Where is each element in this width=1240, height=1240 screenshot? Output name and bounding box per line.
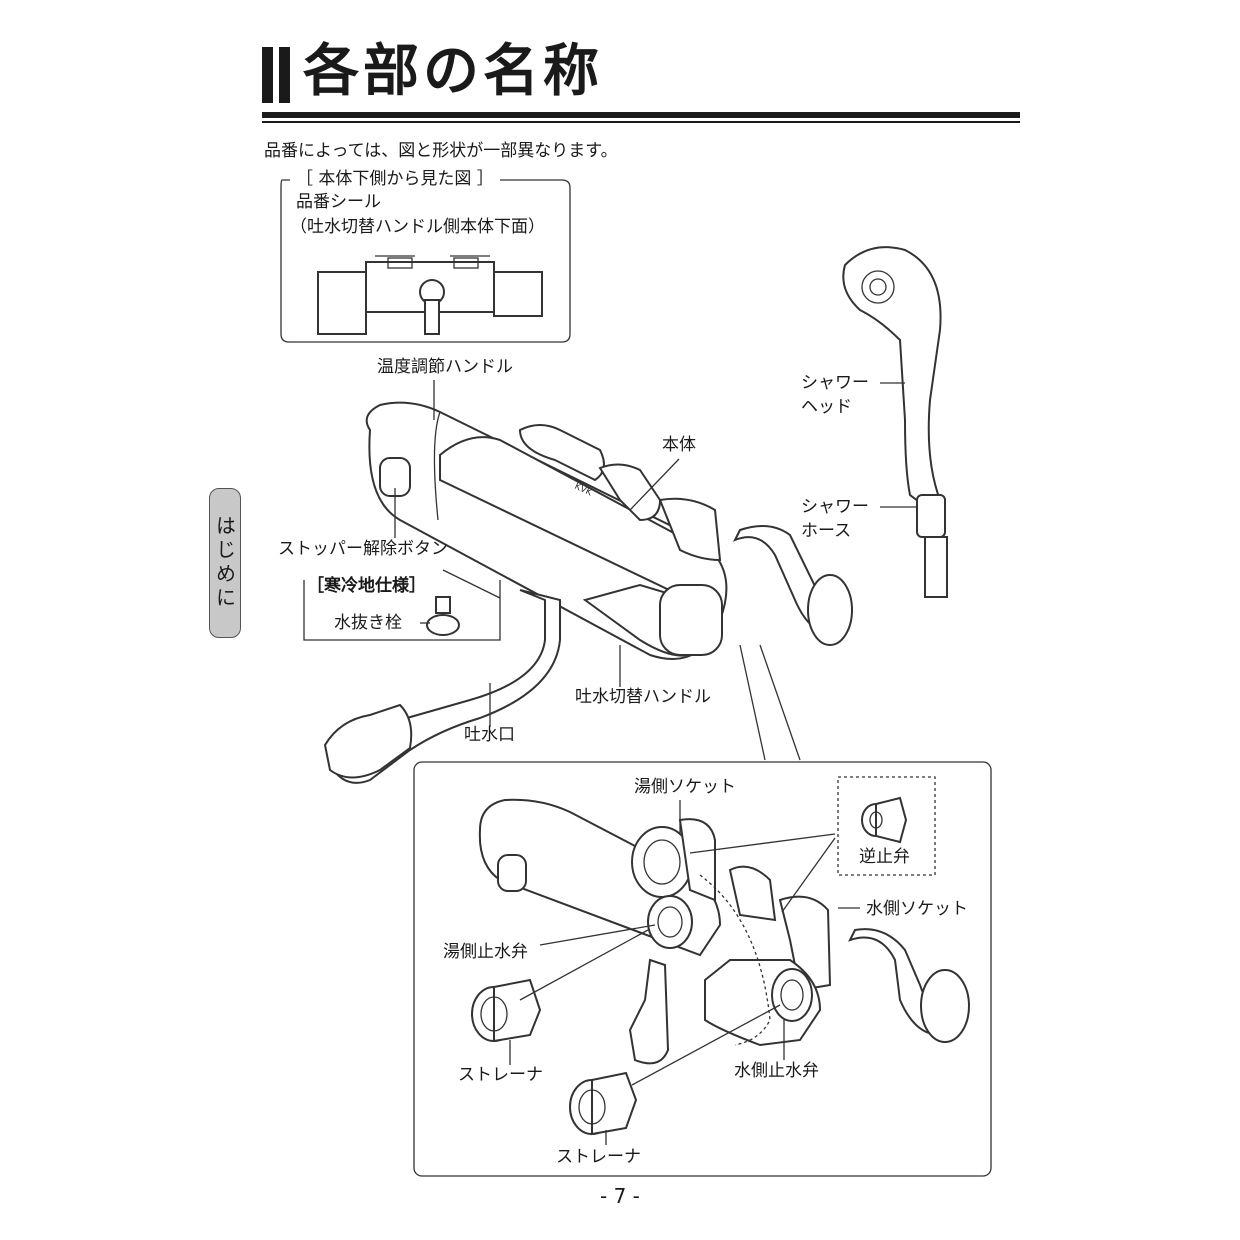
stopper-button-label: ストッパー解除ボタン: [278, 539, 448, 559]
cold-stop-valve-label: 水側止水弁: [734, 1061, 819, 1081]
strainer-1-drawing: [471, 978, 542, 1043]
detail-frame: [413, 761, 992, 1177]
section-tab: はじめに: [209, 488, 241, 638]
page-number: - 7 -: [600, 1184, 640, 1208]
temp-handle-label: 温度調節ハンドル: [377, 357, 513, 377]
detail-faucet-drawing: [478, 798, 970, 1065]
body-label: 本体: [662, 435, 696, 455]
hot-stop-valve-label: 湯側止水弁: [443, 942, 528, 962]
check-valve-label: 逆止弁: [859, 847, 910, 867]
drain-plug-drawing: [426, 569, 501, 636]
strainer-2-drawing: [569, 1071, 638, 1136]
strainer-label-2: ストレーナ: [556, 1147, 641, 1167]
cold-spec-frame: [303, 580, 501, 641]
detail-leader-lines: [509, 800, 860, 1145]
model-seal-label: 品番シール: [296, 192, 381, 212]
page-title: 各部の名称: [303, 39, 603, 104]
bottom-view-heading: ［ 本体下側から見た図 ］: [292, 168, 498, 190]
cold-socket-label: 水側ソケット: [866, 899, 968, 919]
shower-head-label-2: ヘッド: [801, 397, 852, 417]
cold-spec-title: ［寒冷地仕様］: [307, 575, 426, 597]
shower-head-label-1: シャワー: [801, 373, 869, 393]
drain-plug-label: 水抜き栓: [334, 613, 402, 633]
title-bar-right: [279, 47, 290, 103]
bottom-view-frame: [280, 179, 571, 343]
shower-drawing: [842, 246, 948, 598]
title-rule-thin: [262, 121, 1020, 123]
model-note: 品番によっては、図と形状が一部異なります。: [264, 141, 618, 161]
check-valve-frame: [837, 776, 936, 876]
shower-hose-label-1: シャワー: [801, 497, 869, 517]
switch-handle-label: 吐水切替ハンドル: [575, 687, 711, 707]
leader-lines: [394, 380, 918, 761]
hot-socket-label: 湯側ソケット: [634, 777, 736, 797]
model-seal-location-label: （吐水切替ハンドル側本体下面）: [290, 217, 545, 237]
bottom-view-drawing: [317, 255, 543, 335]
faucet-main-drawing: KVK: [323, 401, 853, 784]
title-rule-thick: [262, 112, 1020, 118]
strainer-label-1: ストレーナ: [458, 1065, 543, 1085]
spout-label: 吐水口: [464, 725, 515, 745]
check-valve-drawing: [861, 796, 908, 844]
title-bar-left: [262, 47, 273, 103]
shower-hose-label-2: ホース: [801, 521, 852, 541]
